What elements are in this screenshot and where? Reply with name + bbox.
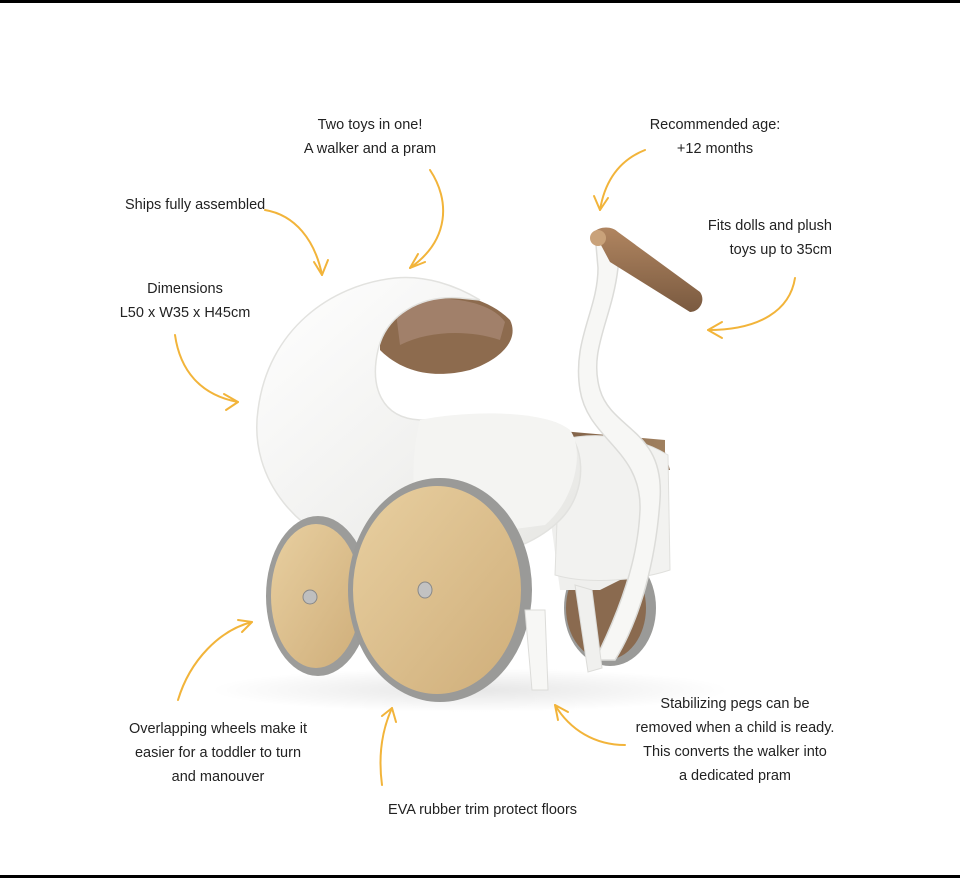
hood-inner-shade [395,298,505,345]
label-fits-dolls-line-1: Fits dolls and plush [707,218,832,234]
handle-frame [577,243,661,661]
label-dimensions-line-1: Dimensions [147,281,223,297]
label-recommended-age: Recommended age: +12 months [640,113,790,161]
label-stabilizing-pegs-line-1: Stabilizing pegs can be [660,696,810,712]
label-dimensions-line-2: L50 x W35 x H45cm [119,305,251,321]
bottom-border [0,875,960,878]
label-two-toys: Two toys in one! A walker and a pram [300,113,440,161]
annotation-arrows [174,149,796,786]
label-overlapping-wheels: Overlapping wheels make it easier for a … [108,717,328,789]
label-recommended-age-line-1: Recommended age: [649,117,781,133]
label-recommended-age-line-2: +12 months [676,141,754,157]
label-stabilizing-pegs-line-4: a dedicated pram [678,768,792,784]
top-border [0,0,960,3]
label-stabilizing-pegs: Stabilizing pegs can be removed when a c… [630,692,840,788]
label-eva-trim-line-1: EVA rubber trim protect floors [387,802,578,818]
label-eva-trim: EVA rubber trim protect floors [370,798,595,822]
label-overlapping-wheels-line-2: easier for a toddler to turn [134,745,302,761]
label-dimensions: Dimensions L50 x W35 x H45cm [110,277,260,325]
label-overlapping-wheels-line-1: Overlapping wheels make it [128,721,308,737]
label-stabilizing-pegs-line-2: removed when a child is ready. [635,720,835,736]
stabilizing-pegs [524,584,603,691]
large-front-wheel [348,478,532,702]
label-two-toys-line-2: A walker and a pram [303,141,437,157]
label-two-toys-line-1: Two toys in one! [317,117,423,133]
label-ships-assembled-line-1: Ships fully assembled [125,197,266,213]
label-ships-assembled: Ships fully assembled [125,193,265,217]
wooden-handle [590,227,703,312]
label-stabilizing-pegs-line-3: This converts the walker into [643,744,827,760]
label-overlapping-wheels-line-3: and manouver [171,769,265,785]
label-fits-dolls-line-2: toys up to 35cm [729,242,832,258]
small-front-wheel [266,516,370,676]
label-fits-dolls: Fits dolls and plush toys up to 35cm [680,214,832,262]
